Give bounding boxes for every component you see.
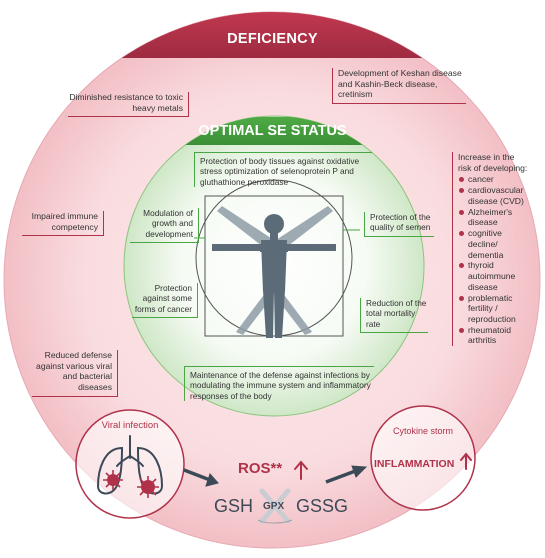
gpx-cross-icon <box>259 488 291 524</box>
risk-item: problematic fertility / reproduction <box>459 293 530 325</box>
gpx-label: GPX <box>263 501 285 512</box>
gssg-label: GSSG <box>296 496 349 516</box>
connector-lines <box>194 229 360 239</box>
label-cancer-protection: Protection against some forms of cancer <box>132 283 198 319</box>
gsh-label: GSH <box>214 496 254 516</box>
flow-arrows <box>183 465 368 487</box>
label-semen: Protection of the quality of semen <box>364 212 434 237</box>
label-immune-defense: Maintenance of the defense against infec… <box>184 366 374 402</box>
risk-item: cancer <box>459 174 530 185</box>
cytokine-label: Cytokine storm <box>392 426 454 436</box>
risk-item: cardiovascular disease (CVD) <box>459 185 530 206</box>
risk-item: thyroid autoimmune disease <box>459 260 530 292</box>
label-viral-defense: Reduced defense against various viral an… <box>32 350 118 397</box>
label-heavy-metals: Diminished resistance to toxic heavy met… <box>68 92 189 118</box>
cytokine-circle <box>370 405 476 511</box>
human-figure-main <box>212 214 336 338</box>
optimal-title: OPTIMAL SE STATUS <box>198 123 347 139</box>
inflammation-label: INFLAMMATION <box>374 458 455 470</box>
label-growth: Modulation of growth and development <box>130 208 199 244</box>
lungs-icon <box>96 435 164 495</box>
vitruvian-circle <box>195 179 353 337</box>
human-figure <box>217 206 333 335</box>
gpx-arrow <box>257 519 293 524</box>
up-arrow-icons <box>294 452 472 480</box>
viral-infection-label: Viral infection <box>101 420 159 431</box>
label-immune: Impaired immune competency <box>22 211 104 237</box>
risk-list: cancer cardiovascular disease (CVD) Alzh… <box>458 174 530 346</box>
risk-item: cognitive decline/ dementia <box>459 228 530 260</box>
virus-icons <box>103 470 159 498</box>
label-keshan: Development of Keshan disease and Kashin… <box>332 68 466 105</box>
risk-item: rheumatoid arthritis <box>459 325 530 346</box>
risk-box: Increase in the risk of developing: canc… <box>452 152 530 347</box>
ros-label: ROS** <box>238 460 283 477</box>
label-protection-tissues: Protection of body tissues against oxida… <box>194 152 372 188</box>
risk-item: Alzheimer's disease <box>459 207 530 228</box>
viral-circle <box>75 409 185 519</box>
label-mortality: Reduction of the total mortality rate <box>360 298 428 334</box>
risk-title: Increase in the risk of developing: <box>458 152 528 173</box>
deficiency-title: DEFICIENCY <box>227 31 318 47</box>
